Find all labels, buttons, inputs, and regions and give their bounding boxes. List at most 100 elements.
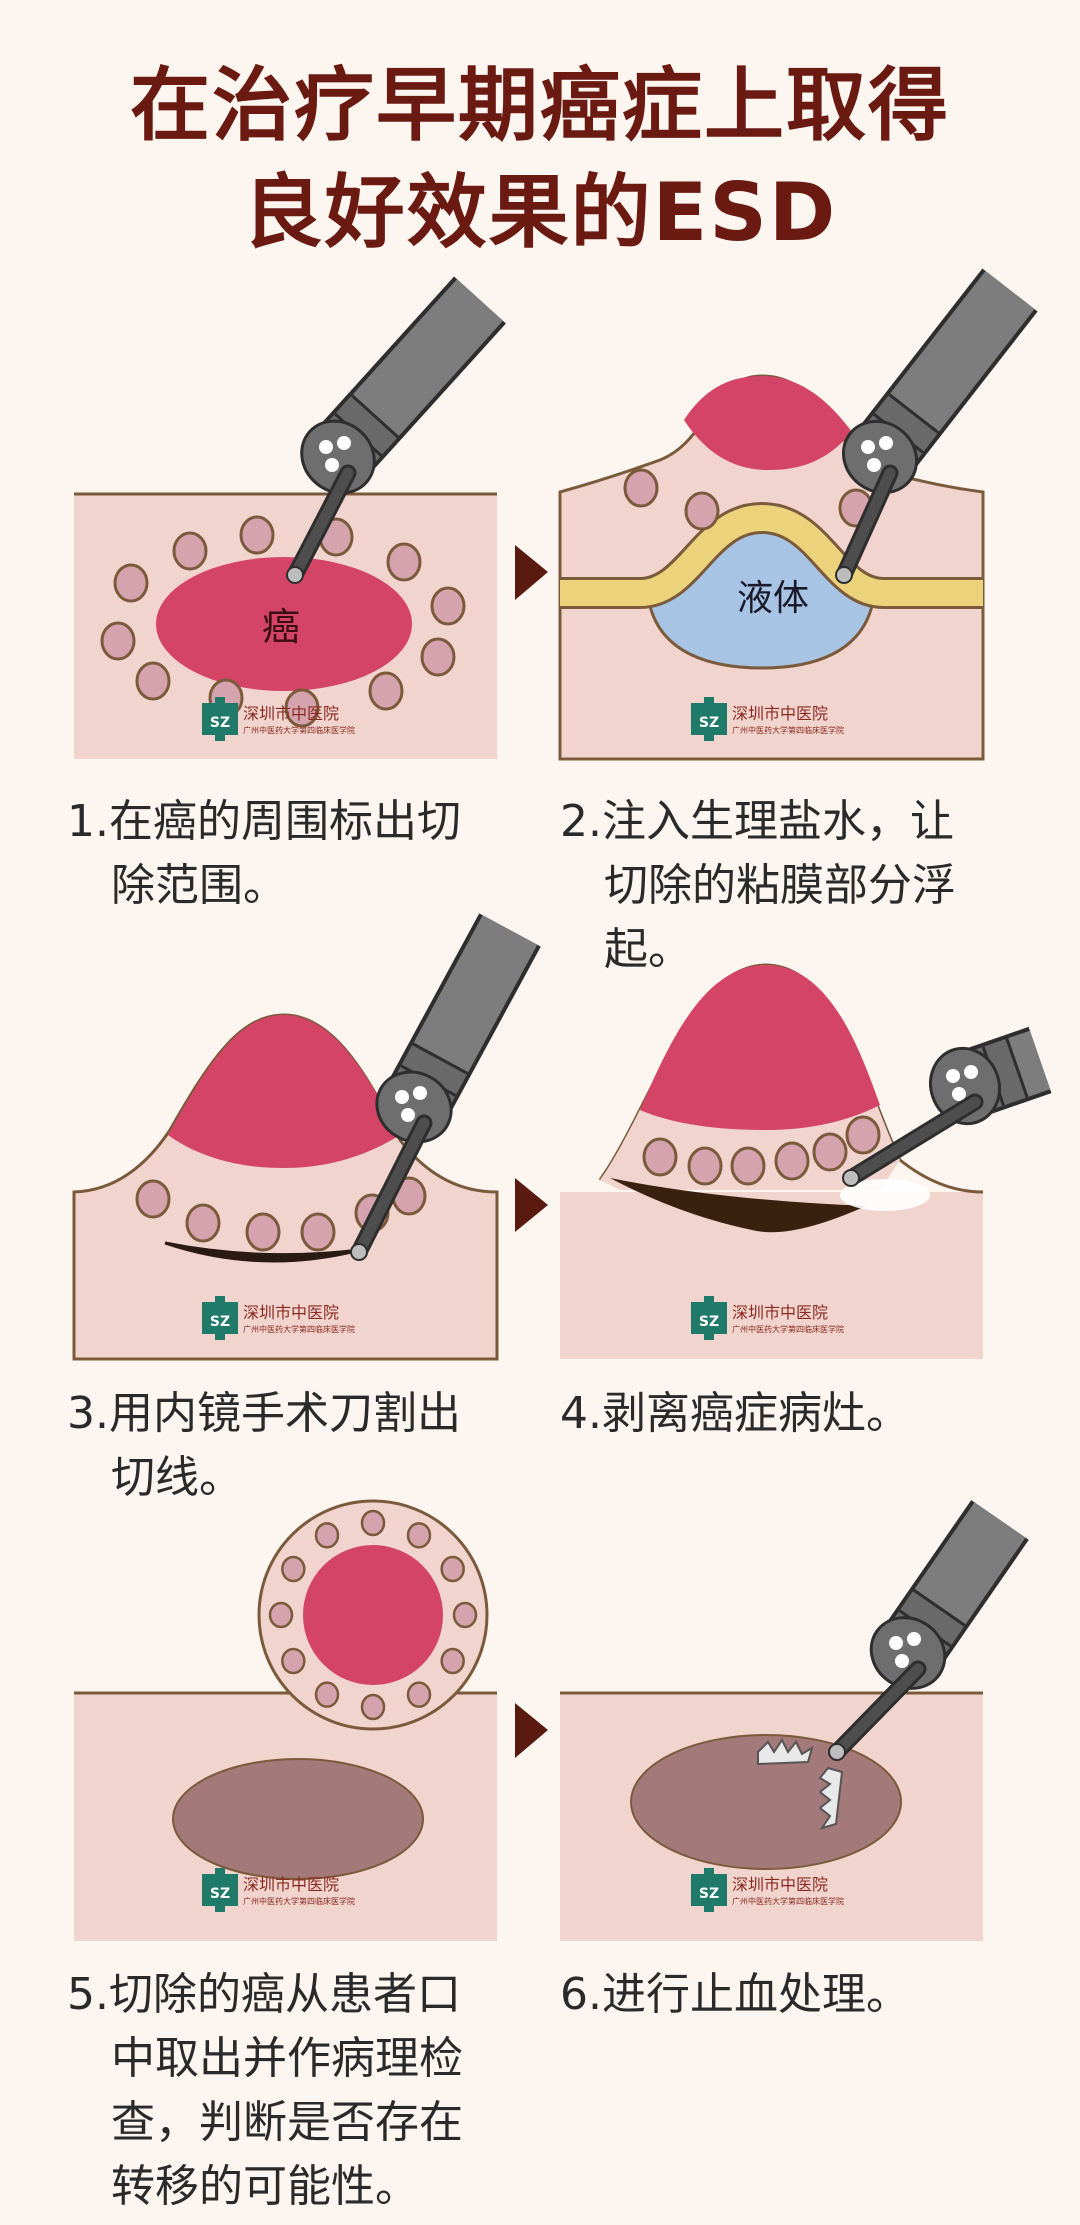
logo-subtitle: 广州中医药大学第四临床医学院	[243, 1896, 355, 1906]
marking-dot	[135, 1179, 171, 1219]
endoscope-light	[964, 1065, 978, 1079]
endoscope-ring	[912, 1588, 966, 1627]
caption-line: 查，判断是否存在	[111, 2097, 463, 2148]
step-2-caption: 2.注入生理盐水，让切除的粘膜部分浮起。	[560, 790, 956, 982]
needle-knife	[838, 467, 896, 581]
marking-dot	[430, 586, 466, 626]
cancer-label: 癌	[262, 605, 300, 649]
marking-dot	[135, 661, 171, 701]
logo-subtitle: 广州中医药大学第四临床医学院	[243, 1324, 355, 1334]
marking-dot	[684, 491, 720, 531]
endoscope	[835, 268, 1038, 584]
needle-tip	[842, 1169, 860, 1187]
hemostatic-clip-icon	[757, 1738, 814, 1766]
marking-dot	[406, 1522, 432, 1549]
endoscope-light	[337, 436, 351, 450]
marking-dot	[774, 1141, 810, 1181]
cancer-lesion	[684, 376, 852, 470]
resection-wound	[630, 1734, 902, 1870]
logo-cross-icon	[704, 1868, 714, 1912]
endoscope-light	[952, 1087, 966, 1101]
caption-line: 1.在癌的周围标出切	[67, 796, 461, 847]
needle-tip	[350, 1243, 368, 1261]
logo-subtitle: 广州中医药大学第四临床医学院	[732, 725, 844, 735]
logo-cross-icon	[215, 1296, 225, 1340]
hemostatic-clip-icon	[818, 1766, 844, 1830]
marking-dot	[623, 468, 659, 508]
logo-badge-text: SZ	[210, 715, 230, 731]
marking-dot	[440, 1555, 465, 1583]
marking-dot	[281, 1555, 306, 1583]
marking-dot	[730, 1146, 766, 1186]
endoscope-ring	[350, 394, 399, 439]
endoscope-ring	[1005, 1038, 1029, 1098]
resection-wound	[172, 1758, 424, 1880]
logo-badge-text: SZ	[210, 1886, 230, 1902]
marking-dot	[268, 1601, 294, 1629]
logo-name: 深圳市中医院	[243, 1875, 339, 1894]
marking-dot	[360, 1509, 386, 1537]
endoscope-light	[395, 1090, 409, 1104]
marking-dot	[239, 515, 275, 555]
marking-dot	[440, 1647, 465, 1675]
logo-badge-text: SZ	[699, 715, 719, 731]
cancer-lesion	[640, 965, 880, 1130]
needle-tip	[835, 566, 853, 584]
logo-badge-text: SZ	[699, 1314, 719, 1330]
marking-dot	[284, 688, 320, 728]
marking-dot	[314, 1681, 340, 1708]
marking-dots	[100, 515, 466, 728]
marking-dot	[812, 1132, 848, 1172]
endoscope	[286, 276, 506, 584]
logo-name: 深圳市中医院	[732, 1303, 828, 1322]
caption-line: 2.注入生理盐水，让	[560, 796, 954, 847]
fluid-label: 液体	[737, 578, 809, 619]
endoscope-light	[867, 458, 881, 472]
marking-dot	[314, 1522, 340, 1549]
logo-cross-icon	[704, 697, 714, 741]
marking-dot	[452, 1601, 478, 1629]
endoscope	[350, 913, 541, 1261]
logo-badge-text: SZ	[699, 1886, 719, 1902]
marking-dot	[360, 1693, 386, 1721]
marking-dot	[172, 531, 208, 571]
caption-line: 切线。	[111, 1452, 243, 1503]
endoscope-light	[946, 1069, 960, 1083]
caption-line: 除范围。	[111, 860, 287, 911]
logo-subtitle: 广州中医药大学第四临床医学院	[243, 725, 355, 735]
page-title-line-2: 良好效果的ESD	[242, 166, 838, 259]
endoscope-light	[861, 440, 875, 454]
logo-cross-icon	[215, 1868, 225, 1912]
step-5-caption: 5.切除的癌从患者口中取出并作病理检查，判断是否存在转移的可能性。	[67, 1963, 463, 2219]
logo-name: 深圳市中医院	[732, 1875, 828, 1894]
needle-knife	[845, 1096, 981, 1184]
logo-name: 深圳市中医院	[243, 704, 339, 723]
dissected-layer	[610, 1178, 866, 1233]
marking-dot	[406, 1681, 432, 1708]
cancer-lesion	[168, 1015, 400, 1168]
marking-dot	[420, 637, 456, 677]
marking-dot	[245, 1212, 281, 1252]
endoscope-ring	[412, 1042, 469, 1075]
caption-line: 6.进行止血处理。	[560, 1969, 910, 2020]
marking-dot	[845, 1115, 881, 1155]
arrow-right-icon	[515, 545, 548, 600]
logo-name: 深圳市中医院	[243, 1303, 339, 1322]
caption-line: 4.剥离癌症病灶。	[560, 1388, 910, 1439]
caption-line: 转移的可能性。	[111, 2161, 419, 2212]
logo-badge-text: SZ	[210, 1314, 230, 1330]
needle-tip	[286, 566, 304, 584]
endoscope-head	[869, 1616, 947, 1690]
arrow-right-icon	[515, 1703, 548, 1758]
caption-line: 中取出并作病理检	[111, 2033, 463, 2084]
step-3-caption: 3.用内镜手术刀割出切线。	[67, 1382, 461, 1510]
marking-dot	[100, 621, 136, 661]
